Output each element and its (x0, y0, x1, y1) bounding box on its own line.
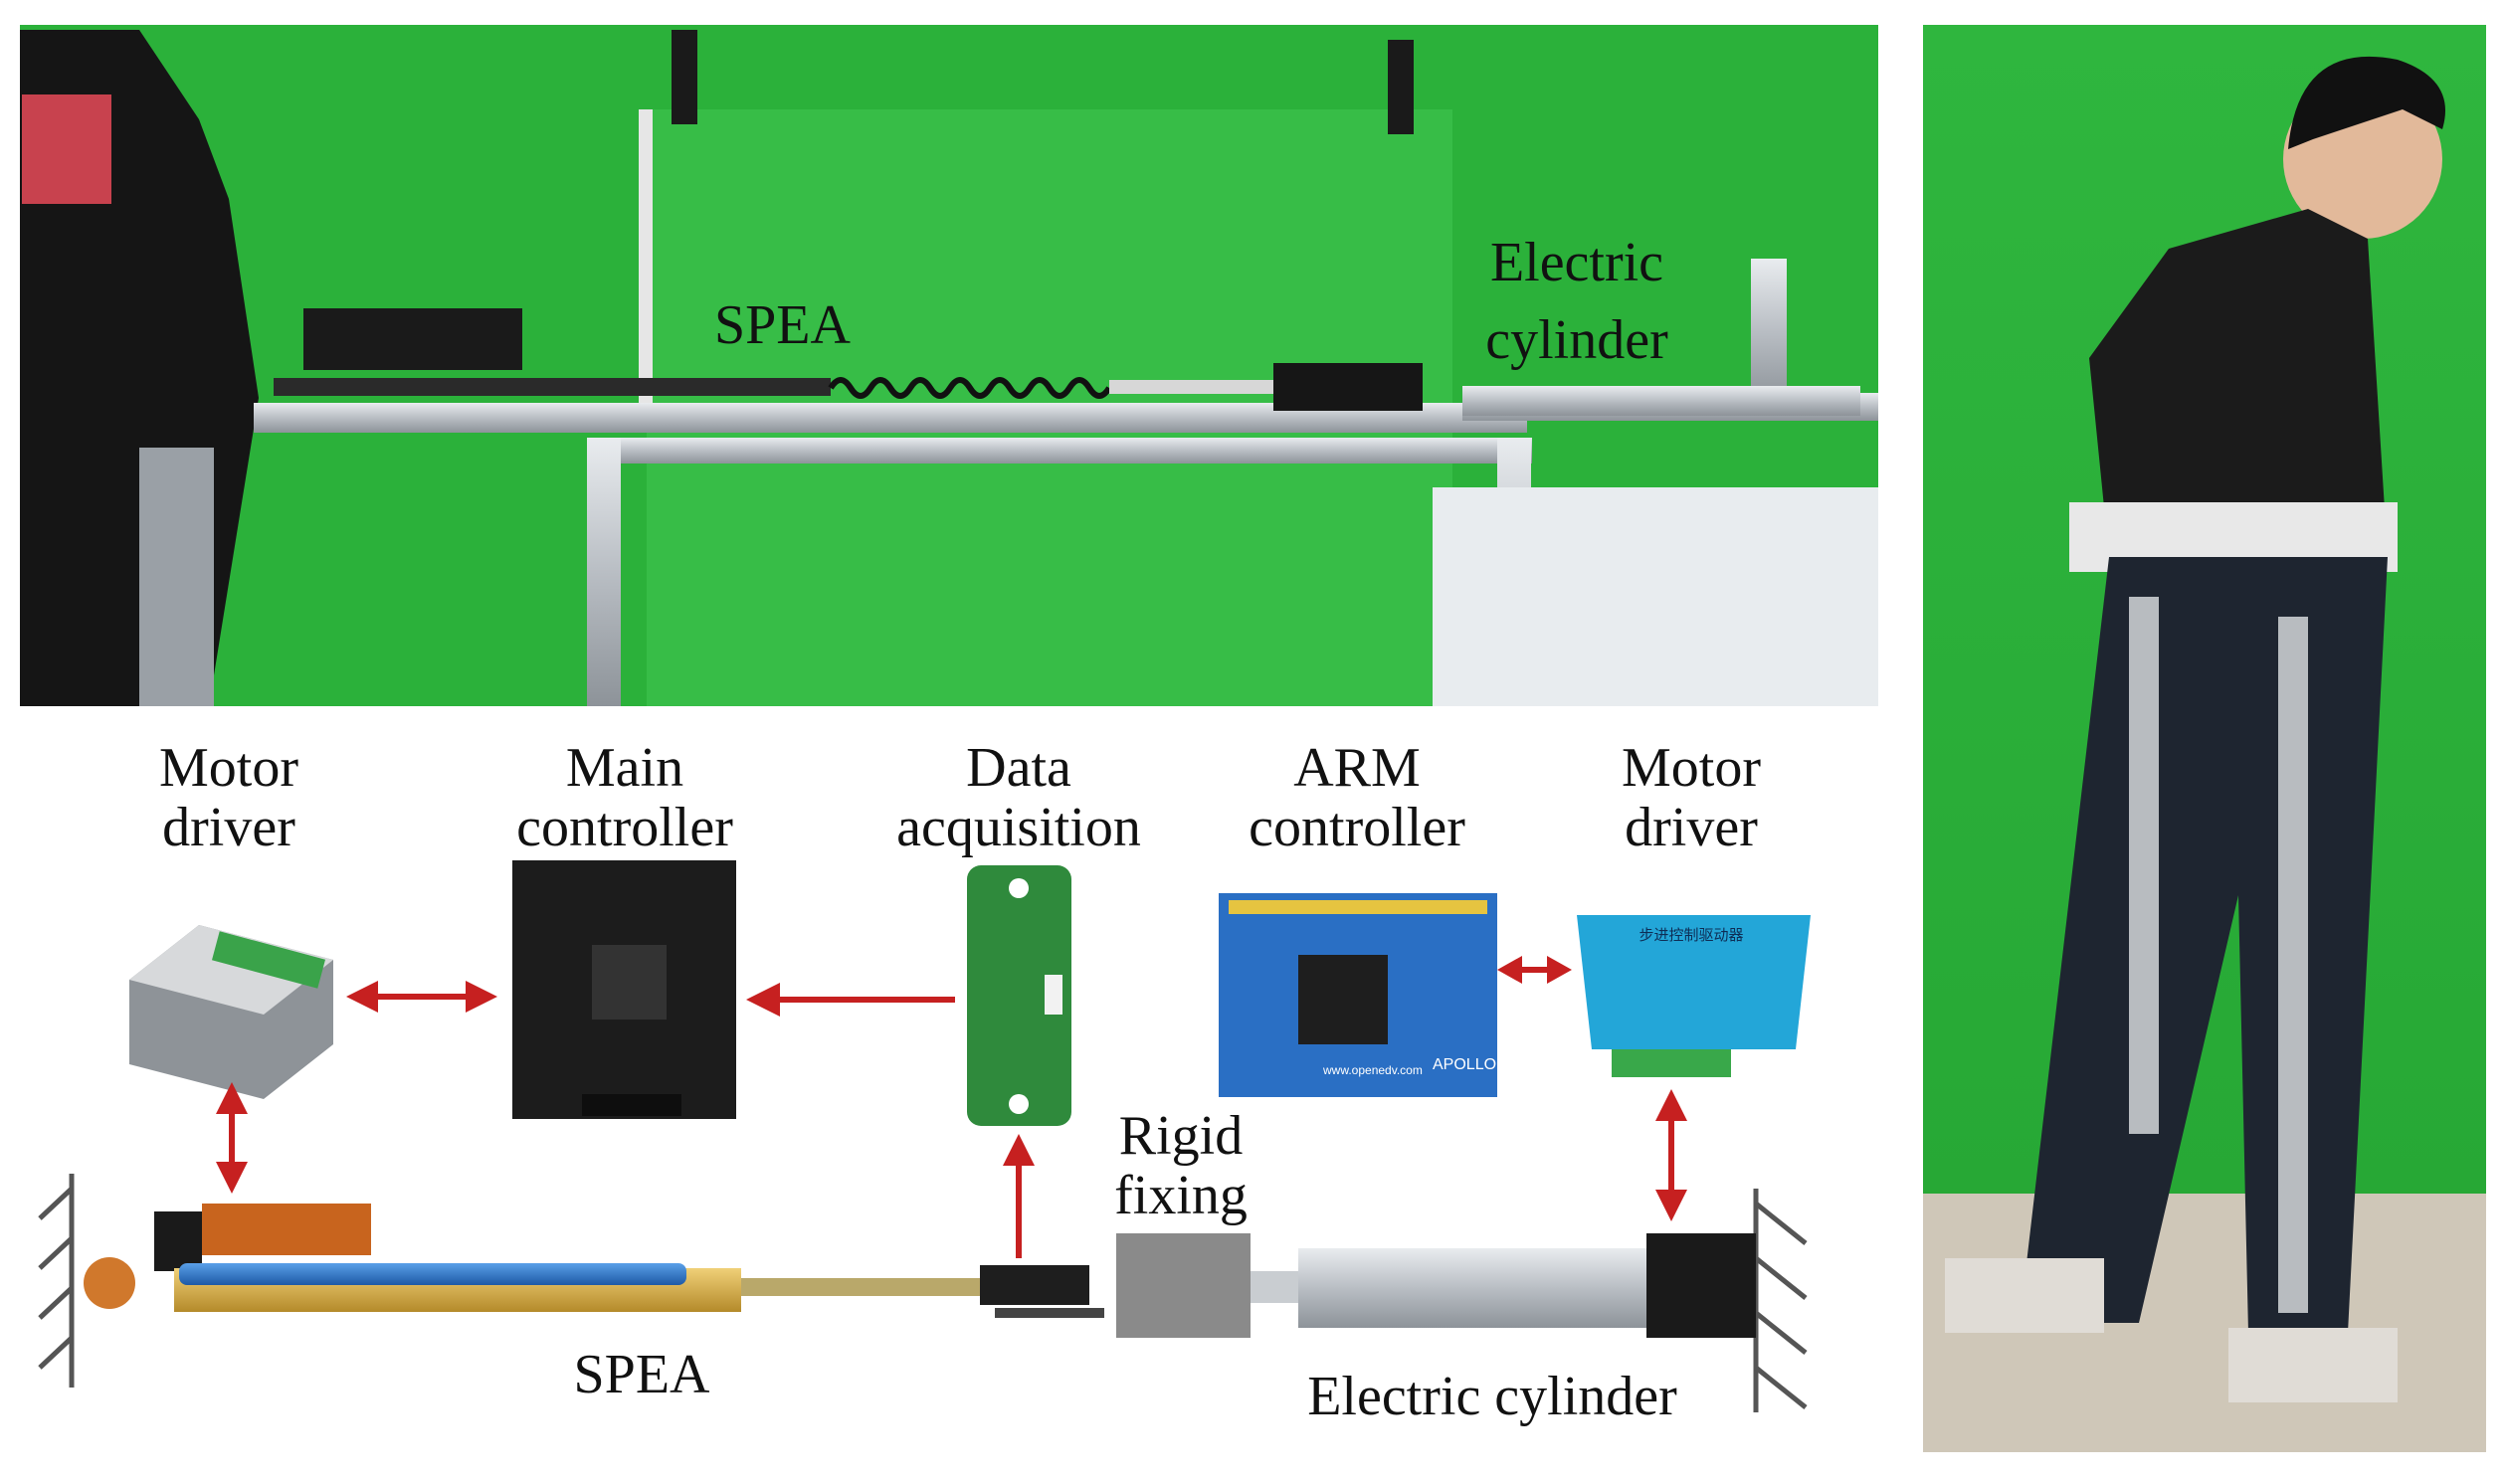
motor-driver-left-top (129, 925, 333, 1015)
frame-rail-lower (587, 438, 1532, 464)
motor-driver-right-terminals (1612, 1049, 1731, 1077)
arrow-driver-right-cylinder (1655, 1089, 1687, 1221)
label-spea-bottom: SPEA (574, 1344, 710, 1405)
spea-spring-photo (828, 377, 1112, 399)
label-electric-cylinder-bottom: Electric cylinder (1307, 1366, 1677, 1427)
cloth-clip-left (672, 30, 697, 124)
data-acquisition-board (967, 865, 1071, 1126)
spea-mount-plate (995, 1308, 1104, 1318)
arrow-driver-left-main (346, 981, 497, 1013)
spea-end-joint (84, 1257, 135, 1309)
component-titles: Motor driver Main controller Data acquis… (159, 737, 1761, 858)
spea-motor (154, 1211, 202, 1271)
title-motor-driver-right-2: driver (1625, 797, 1758, 858)
arm-board-site: www.openedv.com (1322, 1063, 1423, 1077)
label-fixing: fixing (1114, 1165, 1248, 1226)
photo-label-spea: SPEA (714, 294, 851, 356)
motor-driver-left (129, 925, 333, 1099)
cloth-clip-right (1388, 40, 1414, 134)
data-acq-hole-top (1009, 878, 1029, 898)
frame-post-right (1751, 259, 1787, 403)
data-acq-hole-bottom (1009, 1094, 1029, 1114)
white-storage-box (1433, 487, 1878, 706)
cylinder-stepper-motor (1646, 1233, 1756, 1338)
spea-actuator (84, 1204, 1104, 1318)
title-motor-driver-left-1: Motor (159, 737, 298, 799)
photo-label-electric: Electric (1490, 232, 1663, 293)
main-controller-header (582, 1094, 681, 1116)
title-arm-controller-1: ARM (1293, 737, 1421, 799)
title-motor-driver-left-2: driver (162, 797, 295, 858)
experimental-setup-photo: SPEA Electric cylinder (20, 25, 1878, 706)
frame-leg-1 (587, 438, 621, 706)
exo-right-strut (2278, 617, 2308, 1313)
arm-controller-board: APOLLO www.openedv.com (1219, 893, 1497, 1097)
title-main-controller-1: Main (566, 737, 683, 799)
title-data-acquisition-2: acquisition (896, 797, 1141, 858)
cylinder-piston-rod (1251, 1271, 1305, 1303)
main-controller-board (512, 860, 736, 1119)
spea-rod-photo (274, 378, 831, 396)
vertical-stand-pole (639, 109, 653, 428)
rigid-fixing-block (1116, 1233, 1251, 1338)
cylinder-rod-photo (1109, 380, 1288, 394)
wearer-shoe-left (1945, 1258, 2104, 1333)
exo-left-strut (2129, 597, 2159, 1134)
motor-driver-left-terminals (211, 931, 326, 989)
spea-body-blue (179, 1263, 686, 1285)
label-rigid: Rigid (1119, 1105, 1243, 1167)
arm-board-brand: APOLLO (1433, 1056, 1496, 1073)
electric-cylinder-photo (1462, 386, 1860, 416)
wearer-torso (2089, 209, 2388, 557)
main-controller-chip (592, 945, 667, 1020)
title-arm-controller-2: controller (1249, 797, 1465, 858)
mechanical-diagram: Rigid fixing SPEA Electric cylinder (38, 1105, 1808, 1427)
spea-output-rod (741, 1278, 980, 1296)
electric-cylinder (1251, 1233, 1756, 1338)
wearer-photo (1923, 25, 2486, 1452)
title-motor-driver-right-1: Motor (1622, 737, 1761, 799)
signal-arrows (216, 956, 1687, 1258)
wearer-shoe-right (2228, 1328, 2398, 1402)
spea-motor-block (303, 308, 522, 370)
photo-label-cylinder: cylinder (1485, 309, 1668, 371)
data-acquisition-pcb (967, 865, 1071, 1126)
ground-support-left (38, 1174, 75, 1388)
ground-support-right (1753, 1189, 1808, 1412)
spea-load-cell (980, 1265, 1089, 1305)
motor-driver-chinese-text: 步进控制驱动器 (1639, 926, 1743, 944)
can-analyzer-box (22, 94, 111, 204)
connector-block-photo (1273, 363, 1423, 411)
arrow-spea-to-daq (1003, 1134, 1035, 1258)
arrow-arm-driver-right (1497, 956, 1572, 984)
cylinder-body (1298, 1248, 1656, 1328)
arrow-daq-to-main (746, 983, 955, 1017)
wearer-hair (2288, 56, 2445, 149)
title-data-acquisition-1: Data (966, 737, 1071, 799)
exo-leg-actuator (139, 448, 214, 706)
arrow-driver-left-spea (216, 1082, 248, 1194)
spea-gearbox (202, 1204, 371, 1255)
motor-driver-right: 步进控制驱动器 (1577, 915, 1811, 1077)
data-acq-connector (1045, 975, 1062, 1015)
arm-controller-header-top (1229, 900, 1487, 914)
title-main-controller-2: controller (516, 797, 733, 858)
arm-controller-chip (1298, 955, 1388, 1044)
motor-driver-right-body (1577, 915, 1811, 1049)
